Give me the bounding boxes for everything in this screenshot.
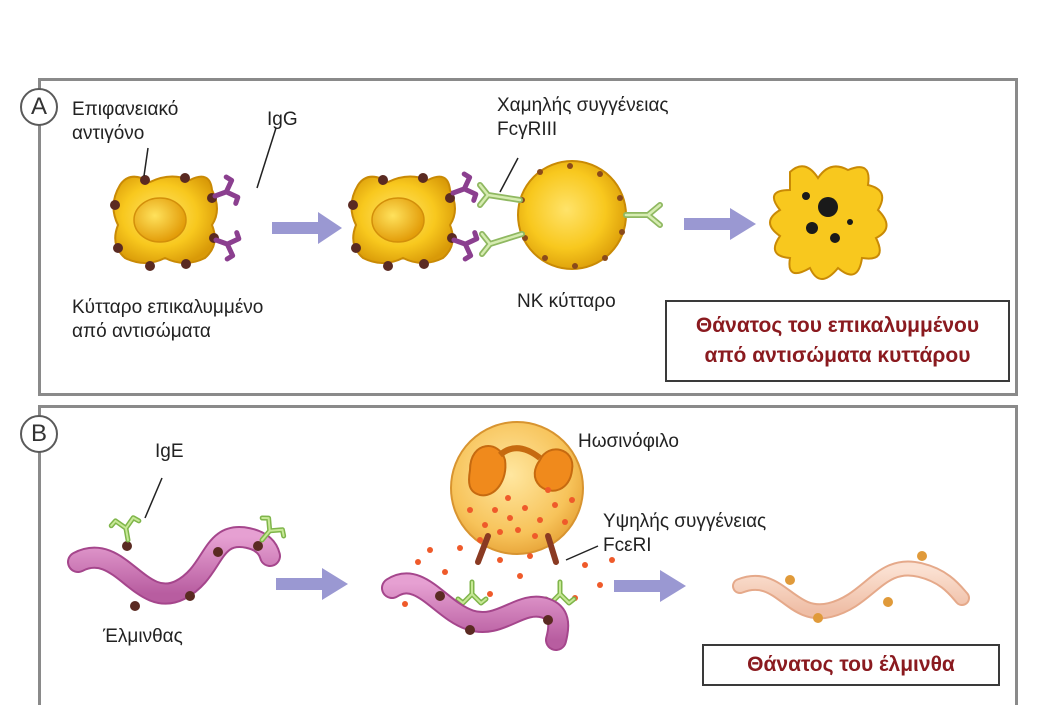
arrow-icon (272, 212, 342, 244)
coated-cell-line-1: Κύτταρο επικαλυμμένο (72, 297, 264, 318)
surface-antigen-line-2: αντιγόνο (72, 123, 145, 144)
low-affinity-line-1: Χαμηλής συγγένειας (497, 95, 669, 116)
high-affinity-line-1: Υψηλής συγγένειας (603, 511, 767, 532)
target-cell-with-nk (348, 173, 479, 271)
dying-cell (769, 165, 888, 280)
high-affinity-label: Υψηλής συγγένειας FcεRI (603, 510, 766, 558)
panel-b-letter: B (20, 415, 58, 453)
fceri-leader (565, 545, 599, 561)
high-affinity-line-2: FcεRI (603, 535, 652, 556)
ige-label: IgE (155, 441, 184, 462)
arrow-icon (684, 208, 756, 240)
ige-leader (144, 477, 163, 519)
helminth-label: Έλμινθας (103, 626, 183, 647)
low-affinity-line-2: FcγRIII (497, 119, 558, 140)
surface-antigen-label: Επιφανειακό αντιγόνο (72, 98, 178, 146)
fceri-receptors (458, 533, 574, 603)
panel-a-letter: A (20, 88, 58, 126)
coated-cell-line-2: από αντισώματα (72, 321, 211, 342)
igg-leader (256, 127, 277, 189)
surface-antigen-line-1: Επιφανειακό (72, 99, 179, 120)
dead-helminth (732, 551, 970, 623)
coated-cell-label: Κύτταρο επικαλυμμένο από αντισώματα (72, 296, 263, 344)
result-a-line-2: από αντισώματα κυττάρου (704, 344, 971, 367)
result-a-line-1: Θάνατος του επικαλυμμένου (695, 314, 980, 337)
eosinophil-label: Ηωσινόφιλο (578, 431, 679, 452)
helminth-attacked (381, 572, 570, 651)
eosinophil (450, 421, 584, 555)
arrow-icon (614, 570, 686, 602)
surface-antigen-leader (143, 147, 149, 177)
igg-label: IgG (267, 109, 298, 130)
nk-cell-label: NK κύτταρο (517, 291, 616, 312)
antibody-coated-target-cell (110, 173, 241, 271)
arrow-icon (276, 568, 348, 600)
fcgriii-leader (499, 157, 519, 193)
helminth (67, 515, 286, 611)
low-affinity-label: Χαμηλής συγγένειας FcγRIII (497, 94, 669, 142)
result-box-a: Θάνατος του επικαλυμμένου από αντισώματα… (665, 300, 1010, 382)
result-box-b: Θάνατος του έλμινθα (702, 644, 1000, 686)
nk-cell (477, 160, 663, 270)
